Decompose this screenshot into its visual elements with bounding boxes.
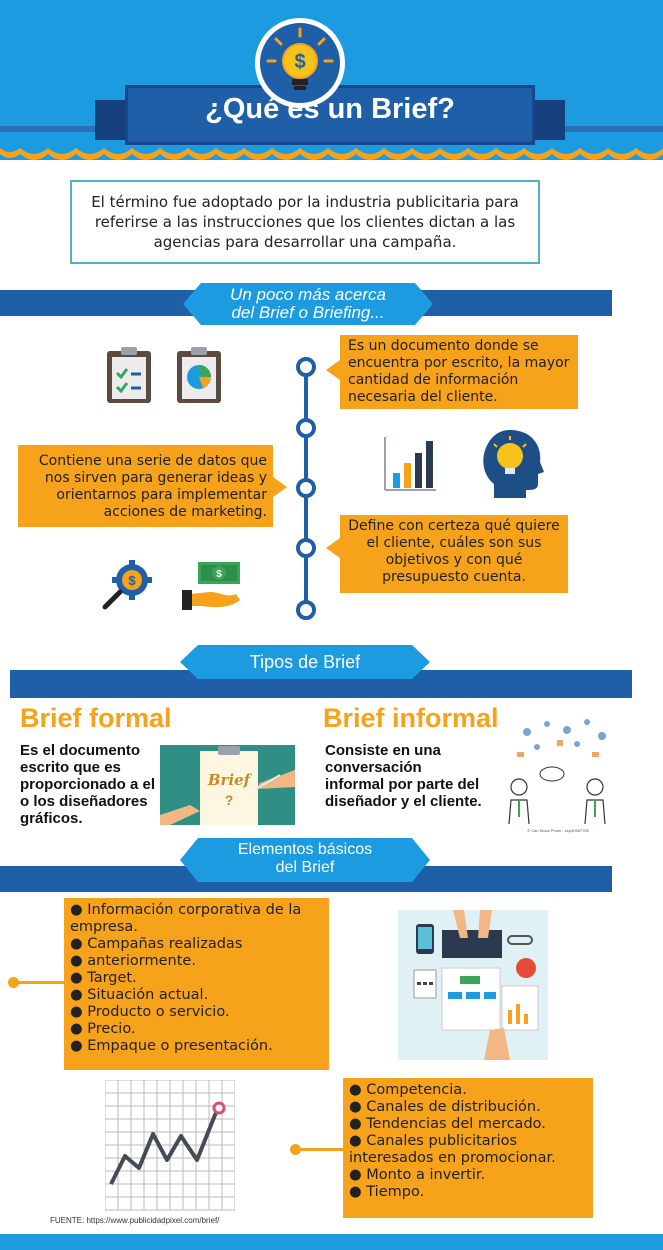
box-pointer bbox=[326, 360, 340, 380]
info-box-1: Es un documento donde se encuentra por e… bbox=[340, 335, 578, 409]
formal-heading: Brief formal bbox=[20, 703, 172, 733]
list-item: ● Tendencias del mercado. bbox=[349, 1116, 546, 1132]
informal-text: Consiste en una conversación informal po… bbox=[325, 742, 482, 810]
formal-image-mark: ? bbox=[225, 792, 234, 808]
intro-box: El término fue adoptado por la industria… bbox=[70, 180, 540, 264]
timeline-node bbox=[296, 600, 316, 620]
list-item: ● Situación actual. bbox=[70, 987, 209, 1003]
formal-brief-image: Brief ? bbox=[160, 745, 295, 825]
info-box-3: Define con certeza qué quiere el cliente… bbox=[340, 515, 568, 593]
hand-money-icon: $ bbox=[182, 562, 240, 610]
svg-text:$: $ bbox=[128, 573, 136, 588]
timeline-node bbox=[296, 478, 316, 498]
elements-list-1: ● Información corporativa de la empresa.… bbox=[64, 898, 329, 1070]
list-item: ● Empaque o presentación. bbox=[70, 1038, 273, 1054]
clipboard-check-icon bbox=[107, 347, 151, 403]
page-title: ¿Qué es un Brief? bbox=[205, 93, 455, 125]
section3-title: Elementos básicos del Brief bbox=[180, 838, 430, 882]
info-box-2: Contiene una serie de datos que nos sirv… bbox=[18, 445, 273, 527]
svg-text:$: $ bbox=[216, 569, 222, 580]
list-item: ● Campañas realizadas bbox=[70, 936, 243, 952]
box-pointer bbox=[326, 538, 340, 558]
head-bulb-icon bbox=[483, 430, 544, 498]
header-wave bbox=[0, 140, 663, 160]
list-item: ● Tiempo. bbox=[349, 1184, 425, 1200]
connector-dot bbox=[8, 977, 19, 988]
informal-heading: Brief informal bbox=[323, 703, 499, 733]
bar-chart-icon bbox=[384, 437, 436, 491]
box-pointer bbox=[273, 477, 287, 497]
informal-brief-image: © Can Stock Photo - csp30567755 bbox=[497, 712, 619, 834]
growth-chart-icon bbox=[105, 1080, 235, 1211]
section1-title-line2: del Brief o Briefing... bbox=[231, 303, 385, 322]
formal-image-word: Brief bbox=[207, 771, 253, 789]
list-item: ● Información corporativa de la empresa. bbox=[70, 902, 302, 935]
section1-title-line1: Un poco más acerca bbox=[230, 285, 386, 304]
list-item: ● Precio. bbox=[70, 1021, 136, 1037]
list-item: ● Target. bbox=[70, 970, 137, 986]
source-link[interactable]: FUENTE: https://www.publicidadpixel.com/… bbox=[50, 1216, 220, 1225]
section3-title-line1: Elementos básicos bbox=[237, 841, 373, 858]
list-connector bbox=[10, 981, 64, 984]
image-credit: © Can Stock Photo - csp30567755 bbox=[527, 828, 589, 833]
list-item: ● Producto o servicio. bbox=[70, 1004, 230, 1020]
list-item: ● Canales publicitarios interesados en p… bbox=[349, 1133, 556, 1166]
svg-text:$: $ bbox=[294, 51, 305, 73]
section1-title: Un poco más acerca del Brief o Briefing.… bbox=[183, 283, 433, 325]
footer-bar bbox=[0, 1234, 663, 1250]
clipboard-pie-icon bbox=[177, 347, 221, 403]
lightbulb-dollar-icon: $ bbox=[255, 18, 345, 108]
gear-magnifier-icon: $ bbox=[102, 560, 152, 610]
timeline-node bbox=[296, 418, 316, 438]
section3-title-line2: del Brief bbox=[275, 859, 335, 876]
timeline-node bbox=[296, 357, 316, 377]
list-item: ● Monto a invertir. bbox=[349, 1167, 486, 1183]
list-item: ● anteriormente. bbox=[70, 953, 196, 969]
timeline-node bbox=[296, 538, 316, 558]
formal-text: Es el documento escrito que es proporcio… bbox=[20, 742, 156, 827]
list-connector bbox=[296, 1148, 343, 1151]
elements-list-2: ● Competencia. ● Canales de distribución… bbox=[343, 1078, 593, 1218]
desk-workspace-image bbox=[398, 910, 548, 1060]
list-item: ● Canales de distribución. bbox=[349, 1099, 541, 1115]
connector-dot bbox=[290, 1144, 301, 1155]
list-item: ● Competencia. bbox=[349, 1082, 467, 1098]
section2-title: Tipos de Brief bbox=[180, 645, 430, 679]
